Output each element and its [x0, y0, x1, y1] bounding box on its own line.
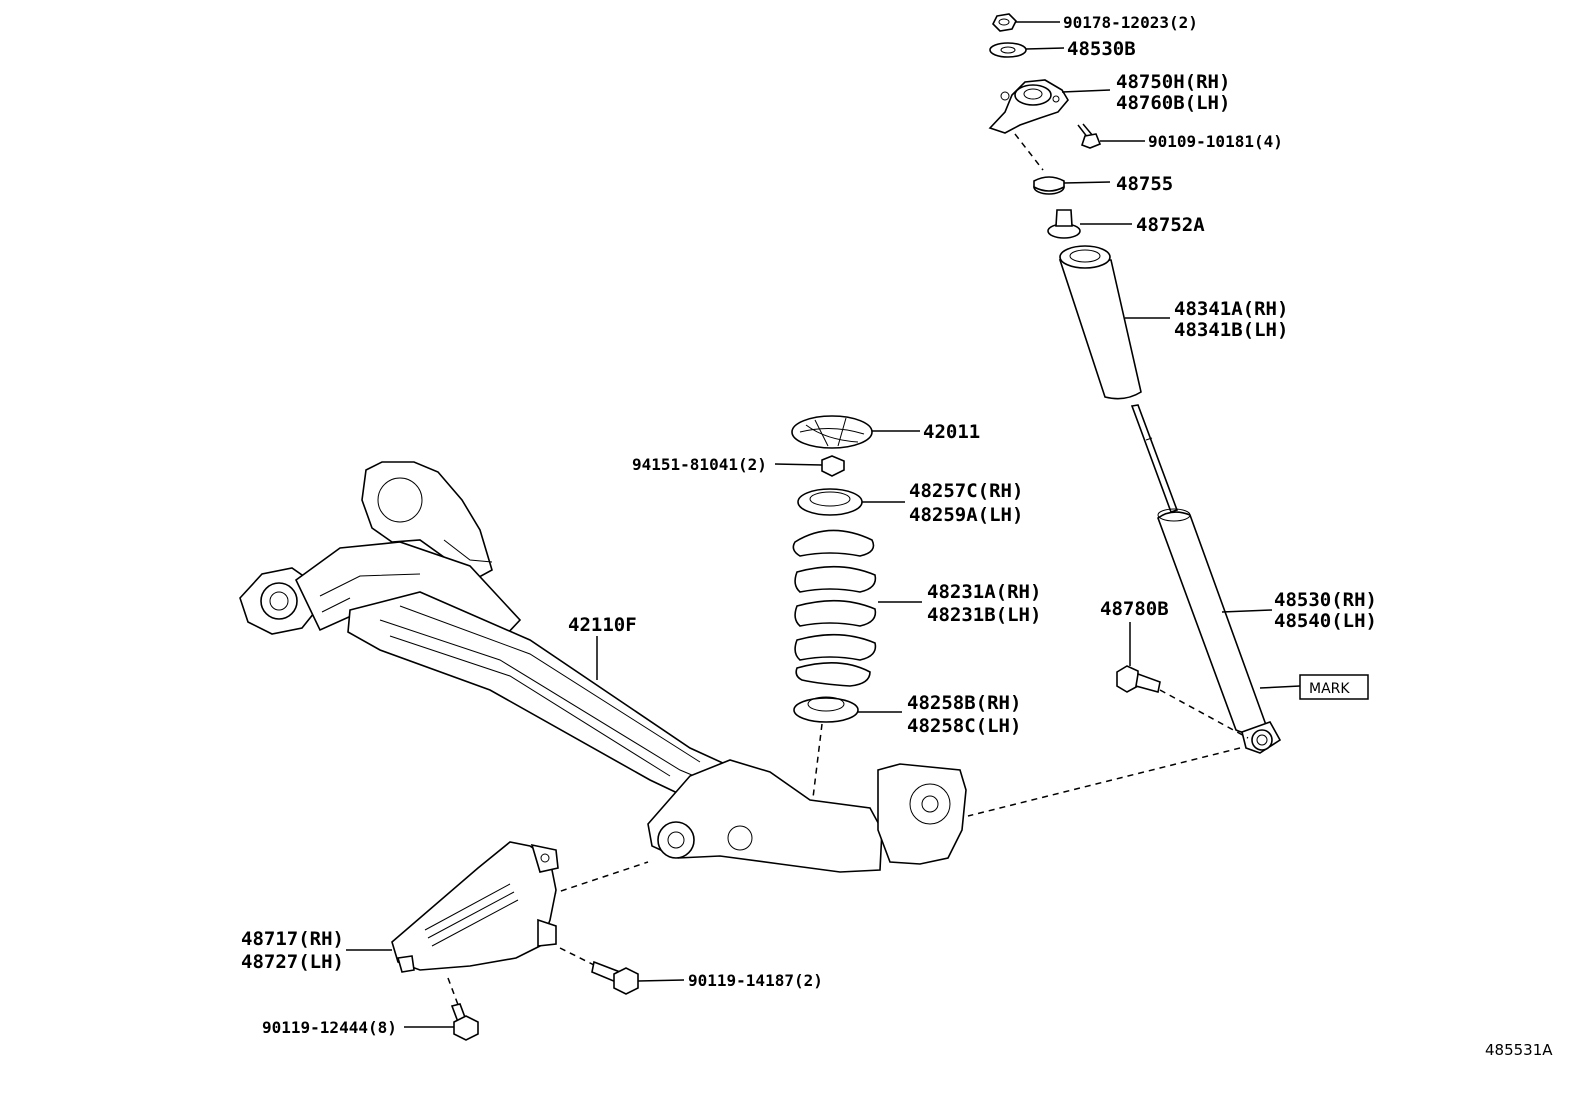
label-bracket-bolt-b: 90119-12444(8): [262, 1018, 397, 1037]
mark-callout: [1259, 674, 1369, 700]
label-bracket-bolt-a: 90119-14187(2): [688, 971, 823, 990]
label-support-rh: 48750H(RH): [1116, 71, 1230, 93]
label-absorber-rh: 48530(RH): [1274, 589, 1377, 611]
support-bolt-part: [1077, 123, 1145, 149]
shock-bolt-part: [1116, 622, 1161, 693]
coil-spring-part: [792, 529, 922, 687]
label-nut-top: 90178-12023(2): [1063, 13, 1198, 32]
top-nut-part: [992, 13, 1060, 32]
mark-label: MARK: [1309, 681, 1350, 697]
label-support-bolt: 90109-10181(4): [1148, 132, 1283, 151]
label-bracket-lh: 48727(LH): [241, 951, 344, 973]
label-support-lh: 48760B(LH): [1116, 92, 1230, 114]
label-shock-bolt: 48780B: [1100, 598, 1169, 620]
spring-seat-part: [791, 415, 920, 449]
label-washer-top: 48530B: [1067, 38, 1136, 60]
label-seat-42011: 42011: [923, 421, 980, 443]
bracket-bolt-a-part: [591, 960, 685, 995]
bound-stopper-part: [1047, 209, 1132, 239]
upper-insulator-part: [797, 488, 905, 516]
shock-support-part: [988, 79, 1111, 134]
label-bracket-rh: 48717(RH): [241, 928, 344, 950]
label-axle-beam: 42110F: [568, 614, 637, 636]
bushing-part: [1033, 176, 1111, 195]
label-coil-spring-lh: 48231B(LH): [927, 604, 1041, 626]
label-bound-stopper: 48752A: [1136, 214, 1205, 236]
shock-absorber-part: [1130, 404, 1282, 754]
label-absorber-lh: 48540(LH): [1274, 610, 1377, 632]
label-boot-rh: 48341A(RH): [1174, 298, 1288, 320]
label-boot-lh: 48341B(LH): [1174, 319, 1288, 341]
label-lower-insulator-rh: 48258B(RH): [907, 692, 1021, 714]
label-lower-insulator-lh: 48258C(LH): [907, 715, 1021, 737]
label-bushing: 48755: [1116, 173, 1173, 195]
label-coil-spring-rh: 48231A(RH): [927, 581, 1041, 603]
bracket-bolt-b-part: [404, 1003, 479, 1041]
figure-number: 485531A: [1485, 1041, 1553, 1059]
top-washer-part: [989, 42, 1065, 58]
beam-bracket-part: [346, 841, 559, 973]
seat-nut-part: [774, 455, 845, 477]
axle-beam-part: [239, 461, 967, 873]
label-upper-insulator-lh: 48259A(LH): [909, 504, 1023, 526]
dust-boot-part: [1058, 245, 1170, 400]
label-upper-insulator-rh: 48257C(RH): [909, 480, 1023, 502]
lower-insulator-part: [793, 696, 902, 723]
label-nut-94151: 94151-81041(2): [632, 455, 767, 474]
